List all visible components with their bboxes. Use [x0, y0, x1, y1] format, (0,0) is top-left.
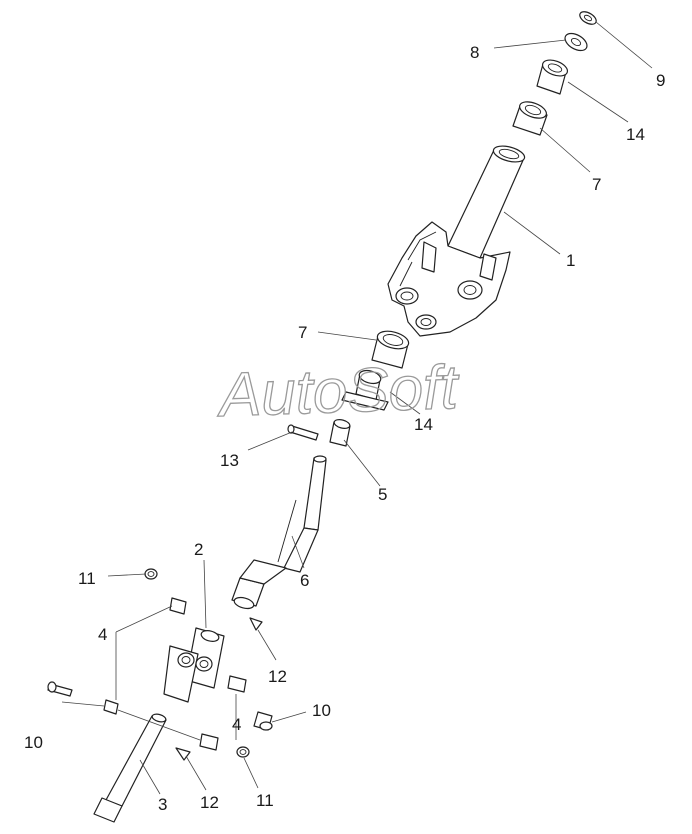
part-12-key-upper — [249, 617, 263, 631]
part-11-nut-upper — [144, 568, 158, 580]
label-7-a: 7 — [298, 323, 307, 342]
label-12-b: 12 — [200, 793, 219, 812]
part-10-bolt-left — [47, 681, 73, 697]
part-4-plate-left — [103, 699, 119, 715]
label-11-a: 11 — [78, 569, 96, 588]
part-7-bearing-lower — [371, 330, 410, 369]
part-9-washer — [579, 11, 597, 25]
part-4-plate-lower — [199, 733, 219, 751]
leader-lines — [61, 21, 653, 795]
part-7-bearing-upper — [512, 101, 548, 136]
label-2: 2 — [194, 540, 203, 559]
label-7-b: 7 — [592, 175, 601, 194]
watermark: AutoSoft — [215, 353, 462, 430]
label-14-a: 14 — [626, 125, 645, 144]
part-3-lower-shaft — [93, 713, 167, 823]
part-12-key-lower — [175, 747, 191, 761]
part-6-shaft — [231, 455, 327, 610]
part-5-sleeve — [329, 419, 351, 447]
label-9: 9 — [656, 71, 665, 90]
label-12-a: 12 — [268, 667, 287, 686]
part-2-universal-joint — [163, 627, 225, 703]
label-4-b: 4 — [232, 715, 241, 734]
part-1-column-tube — [387, 145, 526, 337]
label-10-b: 10 — [312, 701, 331, 720]
label-3: 3 — [158, 795, 167, 814]
label-6: 6 — [300, 571, 309, 590]
label-5: 5 — [378, 485, 387, 504]
part-4-plate-upper — [169, 597, 187, 615]
label-4-a: 4 — [98, 625, 107, 644]
callout-labels: 1 2 3 4 4 5 6 7 7 8 9 10 10 11 11 12 12 … — [24, 43, 665, 814]
part-10-bolt-right — [253, 711, 273, 731]
label-13: 13 — [220, 451, 239, 470]
part-13-pin — [287, 424, 319, 441]
part-14-bushing-lower — [341, 369, 389, 411]
label-1: 1 — [566, 251, 575, 270]
label-10-a: 10 — [24, 733, 43, 752]
part-4-plate-middle — [227, 675, 247, 693]
label-14-b: 14 — [414, 415, 433, 434]
label-8: 8 — [470, 43, 479, 62]
part-14-bushing-upper — [536, 59, 569, 95]
part-11-nut-lower — [236, 746, 250, 758]
label-11-b: 11 — [256, 791, 274, 810]
part-8-nut — [564, 32, 588, 52]
